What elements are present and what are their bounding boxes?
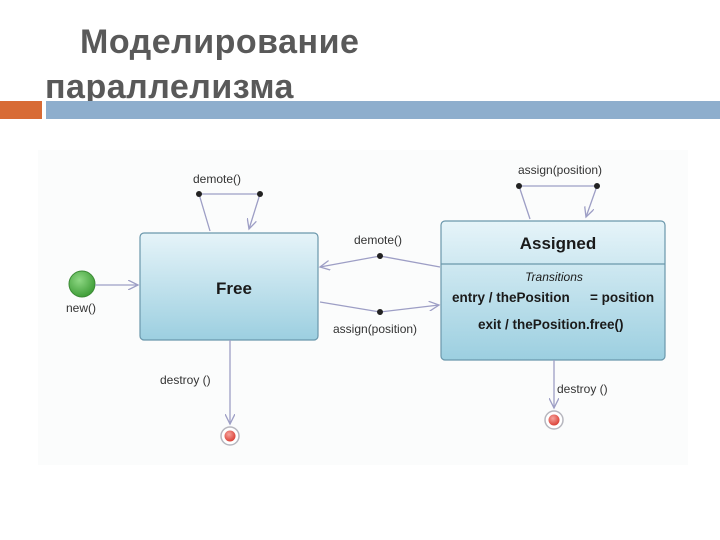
transition-assigned-destroy-label: destroy () [557,382,608,396]
slide-title-line2: параллелизма [45,68,294,106]
final-state-assigned [544,410,564,430]
entry-action: entry / thePosition [452,290,570,305]
state-free: Free [139,232,319,341]
state-assigned: Assigned Transitions entry / thePosition… [440,220,666,361]
initial-state-node [68,270,96,298]
transition-assigned-self-label: assign(position) [518,163,602,177]
slide-title-line1: Моделирование [80,23,360,61]
transitions-compartment-title: Transitions [525,270,583,284]
transition-new-label: new() [66,301,96,315]
transition-demote [320,253,441,267]
transition-assigned-self-assign [516,183,600,220]
transition-assign [319,302,439,315]
state-assigned-name: Assigned [520,234,597,253]
slide-title: Моделирование параллелизма [45,20,685,110]
entry-action-value: = position [590,290,654,305]
final-state-free [220,426,240,446]
transition-free-self-demote [196,191,263,232]
title-accent-bar [0,101,42,119]
transition-free-destroy-label: destroy () [160,373,211,387]
state-free-name: Free [216,279,252,298]
title-underline-bar [46,101,720,119]
transition-demote-label: demote() [354,233,402,247]
exit-action: exit / thePosition.free() [478,317,624,332]
transition-free-self-label: demote() [193,172,241,186]
transition-assign-label: assign(position) [333,322,417,336]
